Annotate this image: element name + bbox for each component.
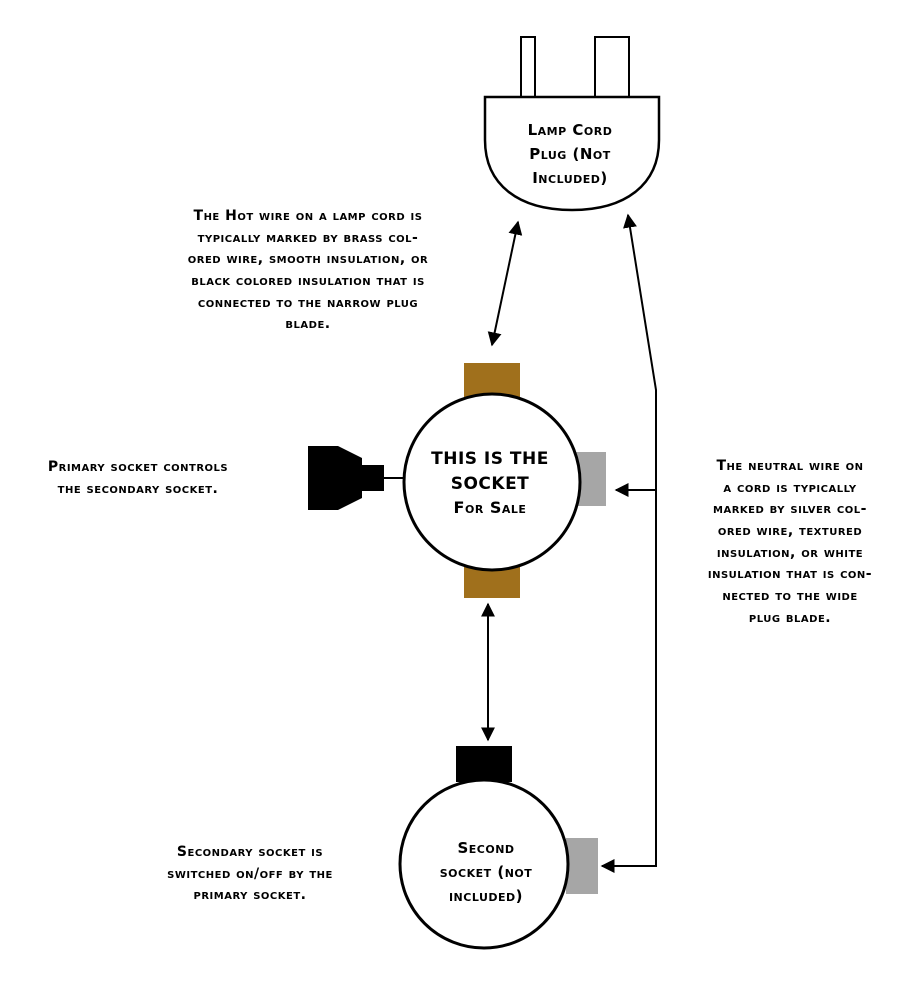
second-socket-label-line: socket (not — [439, 863, 533, 881]
neutral-wire-text-line: ored wire, textured — [717, 523, 863, 540]
hot-wire-line: The Hot wire on a lamp cord is — [193, 208, 423, 224]
socket-label-line: SOCKET — [450, 473, 530, 494]
neutral-wire-line — [600, 213, 657, 873]
plug-body — [483, 95, 661, 212]
pull-switch-icon — [308, 446, 362, 510]
second-socket-label: Second socket (not included) — [412, 836, 560, 908]
neutral-wire-text-line: The neutral wire on — [716, 458, 864, 474]
neutral-wire-text-line: insulation, or white — [716, 544, 864, 561]
plug-label-line: Lamp Cord — [527, 121, 613, 139]
hot-wire-description: The Hot wire on a lamp cord is typically… — [118, 206, 498, 336]
primary-socket-description: Primary socket controls the secondary so… — [4, 457, 272, 500]
plug-narrow-blade — [520, 36, 536, 98]
primary-socket-line: the secondary socket. — [57, 480, 219, 497]
socket-label-line: THIS IS THE — [431, 449, 549, 469]
socket-for-sale-label: THIS IS THE SOCKET For Sale — [410, 447, 570, 519]
plug-wide-blade — [594, 36, 630, 98]
neutral-wire-text-line: nected to the wide — [722, 588, 858, 605]
secondary-socket-line: switched on/off by the — [167, 865, 333, 882]
second-socket-label-line: Second — [457, 839, 515, 857]
neutral-wire-text-line: plug blade. — [748, 609, 832, 626]
second-socket — [398, 778, 570, 950]
hot-wire-line: blade. — [285, 316, 331, 333]
switch-knob — [362, 465, 384, 491]
neutral-wire-text-line: marked by silver col- — [713, 501, 867, 518]
secondary-socket-line: primary socket. — [193, 887, 307, 904]
hot-wire-line: ored wire, smooth insulation, or — [187, 251, 429, 268]
secondary-socket-line: Secondary socket is — [176, 844, 324, 860]
black-terminal-top — [456, 746, 512, 782]
primary-socket — [402, 392, 582, 572]
secondary-socket-description: Secondary socket is switched on/off by t… — [110, 842, 390, 907]
plug-label: Lamp Cord Plug (Not Included) — [500, 118, 640, 190]
plug-label-line: Plug (Not — [529, 145, 611, 163]
second-socket-label-line: included) — [448, 887, 524, 905]
neutral-wire-text-line: insulation that is con- — [707, 566, 873, 583]
silver-terminal-second — [566, 838, 598, 894]
socket-label-line: For Sale — [453, 498, 527, 518]
neutral-wire-text-line: a cord is typically — [723, 479, 857, 496]
hot-wire-line: black colored insulation that is — [191, 273, 425, 290]
plug-label-line: Included) — [532, 169, 608, 187]
hot-wire-arrow — [487, 220, 523, 347]
hot-wire-line: typically marked by brass col- — [197, 229, 419, 246]
hot-wire-line: connected to the narrow plug — [197, 294, 419, 311]
neutral-wire-description: The neutral wire on a cord is typically … — [660, 456, 920, 630]
primary-socket-line: Primary socket controls — [47, 459, 229, 475]
